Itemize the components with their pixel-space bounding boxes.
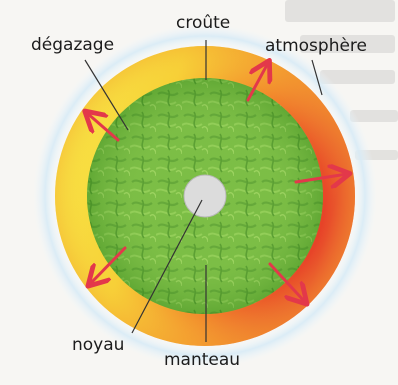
label-manteau: manteau bbox=[164, 352, 240, 369]
label-degazage: dégazage bbox=[31, 37, 114, 54]
core-layer bbox=[184, 175, 226, 217]
label-noyau: noyau bbox=[72, 337, 124, 354]
label-croute: croûte bbox=[176, 15, 230, 32]
label-atmosphere: atmosphère bbox=[265, 38, 367, 55]
